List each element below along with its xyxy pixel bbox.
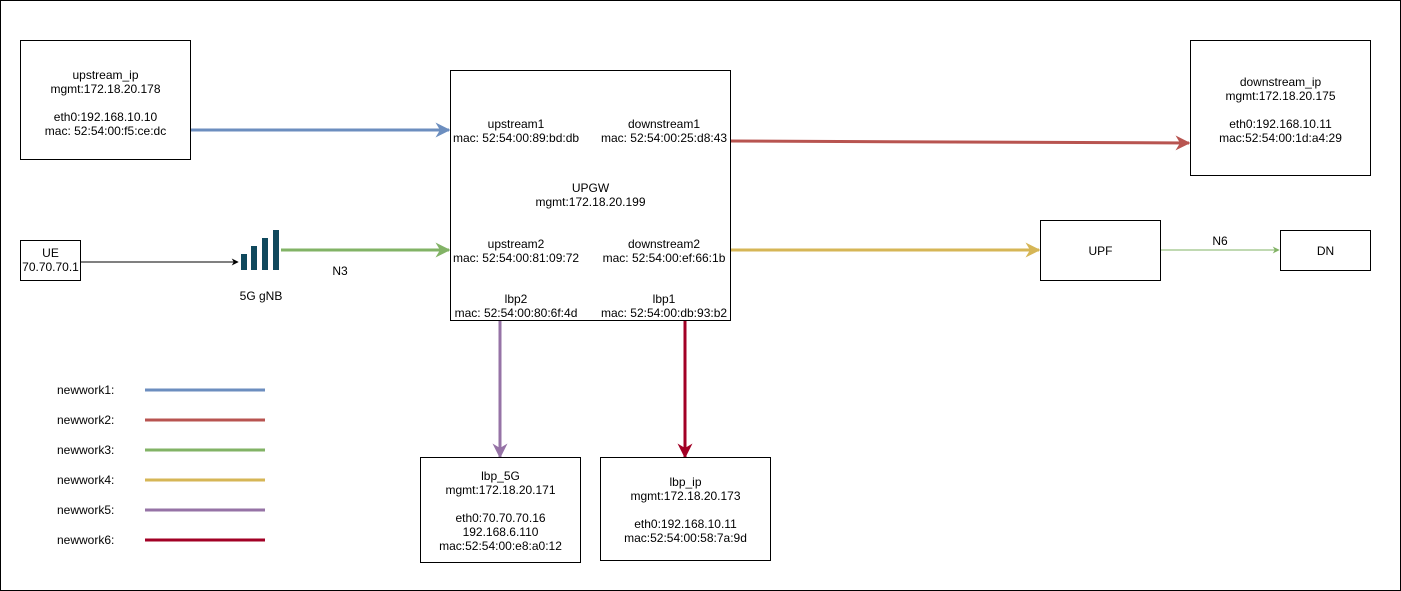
lbp-5g-ip2: 192.168.6.110 [462, 525, 539, 539]
ue-name: UE [42, 246, 59, 260]
upstream-ip-name: upstream_ip [72, 68, 139, 82]
lbp-5g-eth0: eth0:70.70.70.16 [455, 511, 546, 525]
legend-label-network6: newwork6: [57, 533, 115, 547]
upgw-title: UPGW mgmt:172.18.20.199 [451, 181, 730, 209]
ue-labels: UE 70.70.70.1 [21, 246, 80, 274]
lbp-ip-name: lbp_ip [669, 475, 702, 489]
n3-label: N3 [332, 264, 348, 278]
lbp-ip-mac: mac:52:54:00:58:7a:9d [624, 531, 747, 545]
ue-ip: 70.70.70.1 [22, 260, 79, 274]
lbp-ip-node[interactable]: lbp_ip mgmt:172.18.20.173 eth0:192.168.1… [600, 457, 771, 561]
lbp2-name: lbp2 [504, 292, 528, 306]
downstream-ip-mgmt: mgmt:172.18.20.175 [1225, 89, 1336, 103]
network2-link [729, 135, 1191, 151]
upstream-ip-mgmt: mgmt:172.18.20.178 [50, 82, 161, 96]
downstream-ip-labels: downstream_ip mgmt:172.18.20.175 eth0:19… [1191, 75, 1370, 145]
upstream-ip-labels: upstream_ip mgmt:172.18.20.178 eth0:192.… [21, 68, 190, 138]
upstream1-mac: mac: 52:54:00:89:bd:db [452, 131, 580, 145]
dn-node[interactable]: DN [1280, 230, 1371, 271]
signal-tower-icon [241, 230, 279, 270]
n6-label: N6 [1212, 234, 1228, 248]
upf-name: UPF [1088, 244, 1113, 258]
legend-label-network3: newwork3: [57, 443, 115, 457]
lbp-5g-mgmt: mgmt:172.18.20.171 [445, 483, 556, 497]
lbp-5g-labels: lbp_5G mgmt:172.18.20.171 eth0:70.70.70.… [421, 469, 580, 553]
legend-label-network2: newwork2: [57, 413, 115, 427]
lbp-ip-labels: lbp_ip mgmt:172.18.20.173 eth0:192.168.1… [601, 475, 770, 545]
downstream-ip-eth0: eth0:192.168.10.11 [1229, 117, 1332, 131]
upgw-node[interactable]: upstream1 mac: 52:54:00:89:bd:db downstr… [450, 70, 731, 321]
lbp-5g-mac: mac:52:54:00:e8:a0:12 [439, 539, 562, 553]
lbp-ip-eth0: eth0:192.168.10.11 [634, 517, 737, 531]
downstream1-name: downstream1 [627, 117, 701, 131]
downstream-ip-mac: mac:52:54:00:1d:a4:29 [1219, 131, 1342, 145]
downstream-ip-name: downstream_ip [1239, 75, 1322, 89]
upgw-port-lbp1: lbp1 mac: 52:54:00:db:93:b2 [596, 292, 732, 320]
legend-label-network5: newwork5: [57, 503, 115, 517]
upgw-port-upstream2: upstream2 mac: 52:54:00:81:09:72 [451, 237, 581, 265]
downstream2-name: downstream2 [627, 237, 701, 251]
downstream2-mac: mac: 52:54:00:ef:66:1b [602, 251, 726, 265]
dn-name: DN [1316, 244, 1335, 258]
lbp1-name: lbp1 [652, 292, 676, 306]
ue-node[interactable]: UE 70.70.70.1 [20, 240, 81, 281]
upgw-port-downstream1: downstream1 mac: 52:54:00:25:d8:43 [596, 117, 732, 145]
upstream2-name: upstream2 [487, 237, 545, 251]
lbp-ip-mgmt: mgmt:172.18.20.173 [630, 489, 741, 503]
lbp2-mac: mac: 52:54:00:80:6f:4d [454, 306, 578, 320]
upstream2-mac: mac: 52:54:00:81:09:72 [452, 251, 580, 265]
upgw-port-downstream2: downstream2 mac: 52:54:00:ef:66:1b [596, 237, 732, 265]
upgw-port-upstream1: upstream1 mac: 52:54:00:89:bd:db [451, 117, 581, 145]
upstream1-name: upstream1 [487, 117, 545, 131]
upstream-ip-node[interactable]: upstream_ip mgmt:172.18.20.178 eth0:192.… [20, 40, 191, 160]
upgw-port-lbp2: lbp2 mac: 52:54:00:80:6f:4d [451, 292, 581, 320]
upgw-name: UPGW [571, 181, 610, 195]
upstream-ip-mac: mac: 52:54:00:f5:ce:dc [44, 124, 167, 138]
upgw-mgmt: mgmt:172.18.20.199 [535, 195, 646, 209]
downstream1-mac: mac: 52:54:00:25:d8:43 [600, 131, 728, 145]
gnb-label: 5G gNB [239, 289, 283, 303]
legend-label-network1: newwork1: [57, 383, 115, 397]
lbp-5g-node[interactable]: lbp_5G mgmt:172.18.20.171 eth0:70.70.70.… [420, 457, 581, 563]
legend-label-network4: newwork4: [57, 473, 115, 487]
upstream-ip-eth0: eth0:192.168.10.10 [53, 110, 158, 124]
lbp1-mac: mac: 52:54:00:db:93:b2 [600, 306, 728, 320]
lbp-5g-name: lbp_5G [481, 469, 520, 483]
downstream-ip-node[interactable]: downstream_ip mgmt:172.18.20.175 eth0:19… [1190, 40, 1371, 176]
upf-node[interactable]: UPF [1040, 220, 1161, 281]
